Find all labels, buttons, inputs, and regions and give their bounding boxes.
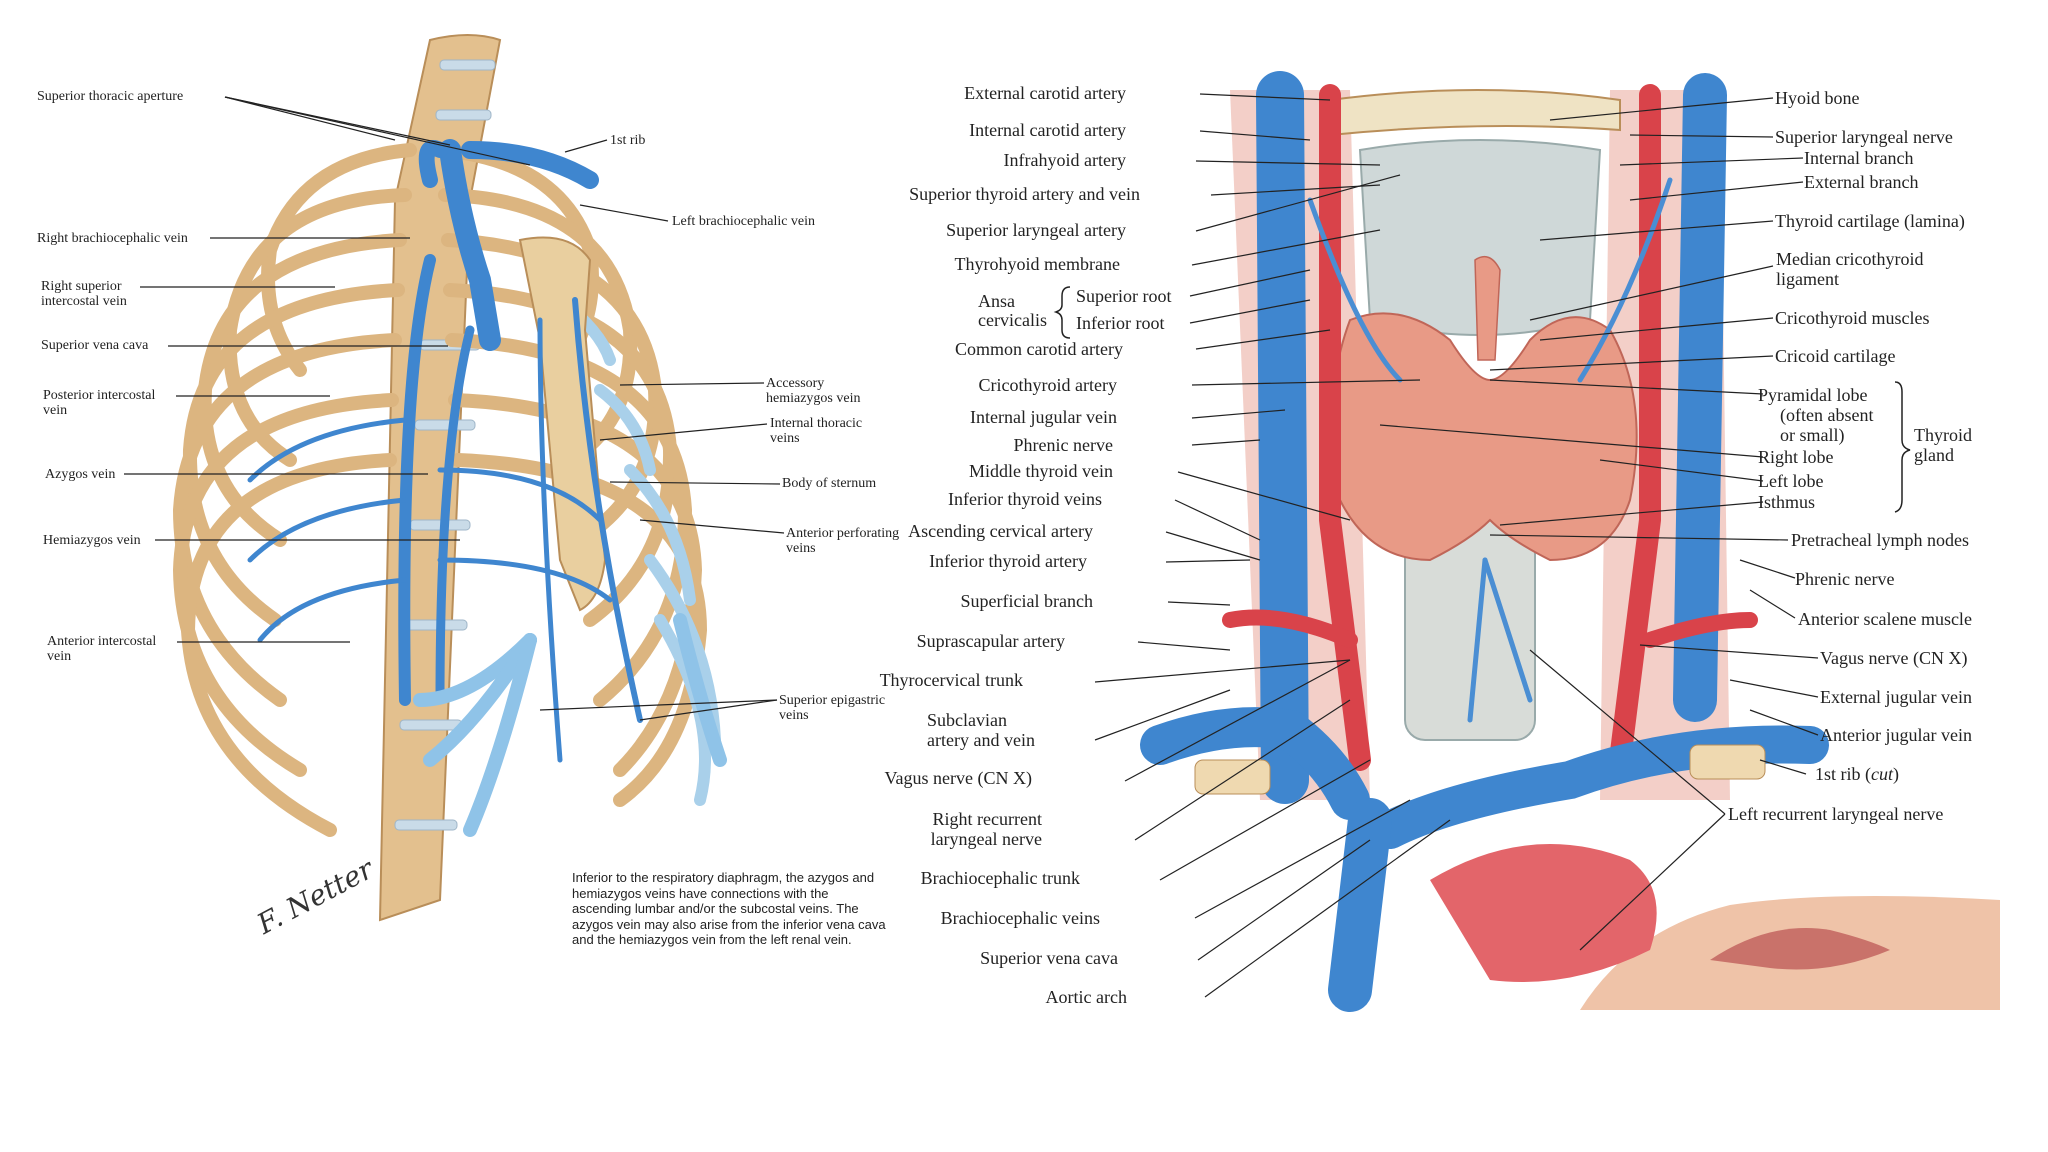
label-anterior-scalene-muscle: Anterior scalene muscle [1798, 609, 1972, 629]
label-right-recurrent-1: Right recurrent [932, 809, 1042, 829]
label-left-recurrent-laryngeal-nerve: Left recurrent laryngeal nerve [1728, 804, 1944, 824]
aortic-arch-shape [1430, 844, 1657, 982]
label-thyroid-1: Thyroid [1914, 425, 1972, 445]
label-cricoid-cartilage: Cricoid cartilage [1775, 346, 1896, 366]
label-superior-vena-cava-left: Superior vena cava [41, 338, 149, 353]
label-accessory-hemiazygos-1: Accessory [766, 376, 825, 391]
label-phrenic-nerve-left: Phrenic nerve [1013, 435, 1113, 455]
label-superior-laryngeal-nerve: Superior laryngeal nerve [1775, 127, 1953, 147]
label-left-brachiocephalic-vein: Left brachiocephalic vein [672, 214, 816, 229]
label-pretracheal-lymph-nodes: Pretracheal lymph nodes [1791, 530, 1969, 550]
label-superior-thyroid-artery-vein: Superior thyroid artery and vein [909, 184, 1140, 204]
label-external-carotid-artery: External carotid artery [964, 83, 1126, 103]
label-inferior-thyroid-artery: Inferior thyroid artery [929, 551, 1087, 571]
label-posterior-intercostal-1: Posterior intercostal [43, 388, 156, 403]
label-superior-epigastric-1: Superior epigastric [779, 693, 886, 708]
label-vagus-nerve-left: Vagus nerve (CN X) [884, 768, 1032, 788]
label-right-lobe: Right lobe [1758, 447, 1834, 467]
label-cricothyroid-muscles: Cricothyroid muscles [1775, 308, 1930, 328]
first-rib-cut-italic: cut [1871, 764, 1893, 784]
hyoid-bone [1329, 89, 1621, 137]
label-inferior-root: Inferior root [1076, 313, 1165, 333]
label-superior-epigastric-2: veins [779, 708, 809, 723]
label-superior-laryngeal-artery: Superior laryngeal artery [946, 220, 1126, 240]
label-anterior-intercostal-1: Anterior intercostal [47, 634, 157, 649]
label-posterior-intercostal-2: vein [43, 403, 68, 418]
label-ansa-1: Ansa [978, 291, 1015, 311]
thyroid-gland-brace [1894, 381, 1911, 513]
first-rib-cut-text: 1st rib ( [1815, 764, 1871, 784]
thoracic-veins-illustration: Superior thoracic aperture 1st rib Left … [0, 0, 940, 1000]
label-anterior-perforating-1: Anterior perforating [786, 526, 900, 541]
label-thyrohyoid-membrane: Thyrohyoid membrane [954, 254, 1120, 274]
thyroid-veins [1307, 177, 1673, 723]
thyroid-gland [1331, 312, 1638, 562]
label-pyramidal-lobe-2: (often absent [1780, 405, 1874, 425]
first-rib-cut-right [1689, 744, 1766, 780]
label-infrahyoid-artery: Infrahyoid artery [1003, 150, 1126, 170]
pyramidal-lobe [1474, 255, 1501, 361]
label-internal-thoracic-2: veins [770, 431, 800, 446]
label-brachiocephalic-veins: Brachiocephalic veins [940, 908, 1100, 928]
label-suprascapular-artery: Suprascapular artery [916, 631, 1065, 651]
label-phrenic-nerve-right: Phrenic nerve [1795, 569, 1895, 589]
thyroid-gland-illustration: External carotid artery Internal carotid… [880, 0, 2048, 1020]
label-right-brachiocephalic-vein: Right brachiocephalic vein [37, 231, 188, 246]
label-vagus-nerve-right: Vagus nerve (CN X) [1820, 648, 1968, 668]
label-hyoid-bone: Hyoid bone [1775, 88, 1860, 108]
label-isthmus: Isthmus [1758, 492, 1816, 512]
label-brachiocephalic-trunk: Brachiocephalic trunk [920, 868, 1080, 888]
vein-network [247, 139, 643, 763]
label-middle-thyroid-vein: Middle thyroid vein [969, 461, 1113, 481]
label-external-jugular-vein: External jugular vein [1820, 687, 1972, 707]
label-ansa-2: cervicalis [978, 310, 1047, 330]
label-anterior-intercostal-2: vein [47, 649, 72, 664]
label-pyramidal-lobe-1: Pyramidal lobe [1758, 385, 1868, 405]
label-body-of-sternum: Body of sternum [782, 476, 877, 491]
label-first-rib-cut: 1st rib (cut) [1815, 764, 1899, 784]
label-right-recurrent-2: laryngeal nerve [930, 829, 1042, 849]
label-internal-jugular-vein: Internal jugular vein [970, 407, 1117, 427]
ansa-brace [1053, 286, 1071, 339]
label-superior-thoracic-aperture: Superior thoracic aperture [37, 89, 184, 104]
label-anterior-perforating-2: veins [786, 541, 816, 556]
thorax-artwork [124, 34, 785, 922]
label-median-cricothyroid-1: Median cricothyroid [1776, 249, 1924, 269]
label-thyrocervical-trunk: Thyrocervical trunk [879, 670, 1023, 690]
label-cricothyroid-artery: Cricothyroid artery [978, 375, 1117, 395]
label-right-superior-intercostal-1: Right superior [41, 279, 122, 294]
label-right-superior-intercostal-2: intercostal vein [41, 294, 127, 309]
label-hemiazygos-vein: Hemiazygos vein [43, 533, 141, 548]
label-ascending-cervical-artery: Ascending cervical artery [908, 521, 1093, 541]
label-inferior-thyroid-veins: Inferior thyroid veins [948, 489, 1102, 509]
label-azygos-vein: Azygos vein [45, 467, 116, 482]
label-superior-vena-cava-right: Superior vena cava [980, 948, 1118, 968]
first-rib-cut-close: ) [1893, 764, 1899, 784]
diaphragm-veins [413, 613, 727, 837]
diaphragm-note: Inferior to the respiratory diaphragm, t… [572, 870, 886, 947]
label-anterior-jugular-vein: Anterior jugular vein [1820, 725, 1972, 745]
label-internal-branch: Internal branch [1804, 148, 1914, 168]
label-aortic-arch: Aortic arch [1045, 987, 1127, 1007]
label-subclavian-2: artery and vein [927, 730, 1035, 750]
label-external-branch: External branch [1804, 172, 1919, 192]
leader-lines [124, 96, 785, 721]
lips [1710, 928, 1890, 970]
label-accessory-hemiazygos-2: hemiazygos vein [766, 391, 861, 406]
right-leader-lines [1094, 93, 1819, 998]
label-first-rib: 1st rib [610, 133, 646, 148]
label-thyroid-2: gland [1914, 445, 1954, 465]
label-thyroid-cartilage: Thyroid cartilage (lamina) [1775, 211, 1965, 231]
label-common-carotid-artery: Common carotid artery [955, 339, 1123, 359]
label-superior-root: Superior root [1076, 286, 1172, 306]
label-internal-carotid-artery: Internal carotid artery [969, 120, 1126, 140]
label-median-cricothyroid-2: ligament [1776, 269, 1839, 289]
label-subclavian-1: Subclavian [927, 710, 1007, 730]
label-internal-thoracic-1: Internal thoracic [770, 416, 863, 431]
neck-artwork [1053, 71, 2000, 1012]
label-left-lobe: Left lobe [1758, 471, 1824, 491]
rib-cage [172, 143, 708, 837]
label-superficial-branch: Superficial branch [960, 591, 1093, 611]
label-pyramidal-lobe-3: or small) [1780, 425, 1845, 445]
